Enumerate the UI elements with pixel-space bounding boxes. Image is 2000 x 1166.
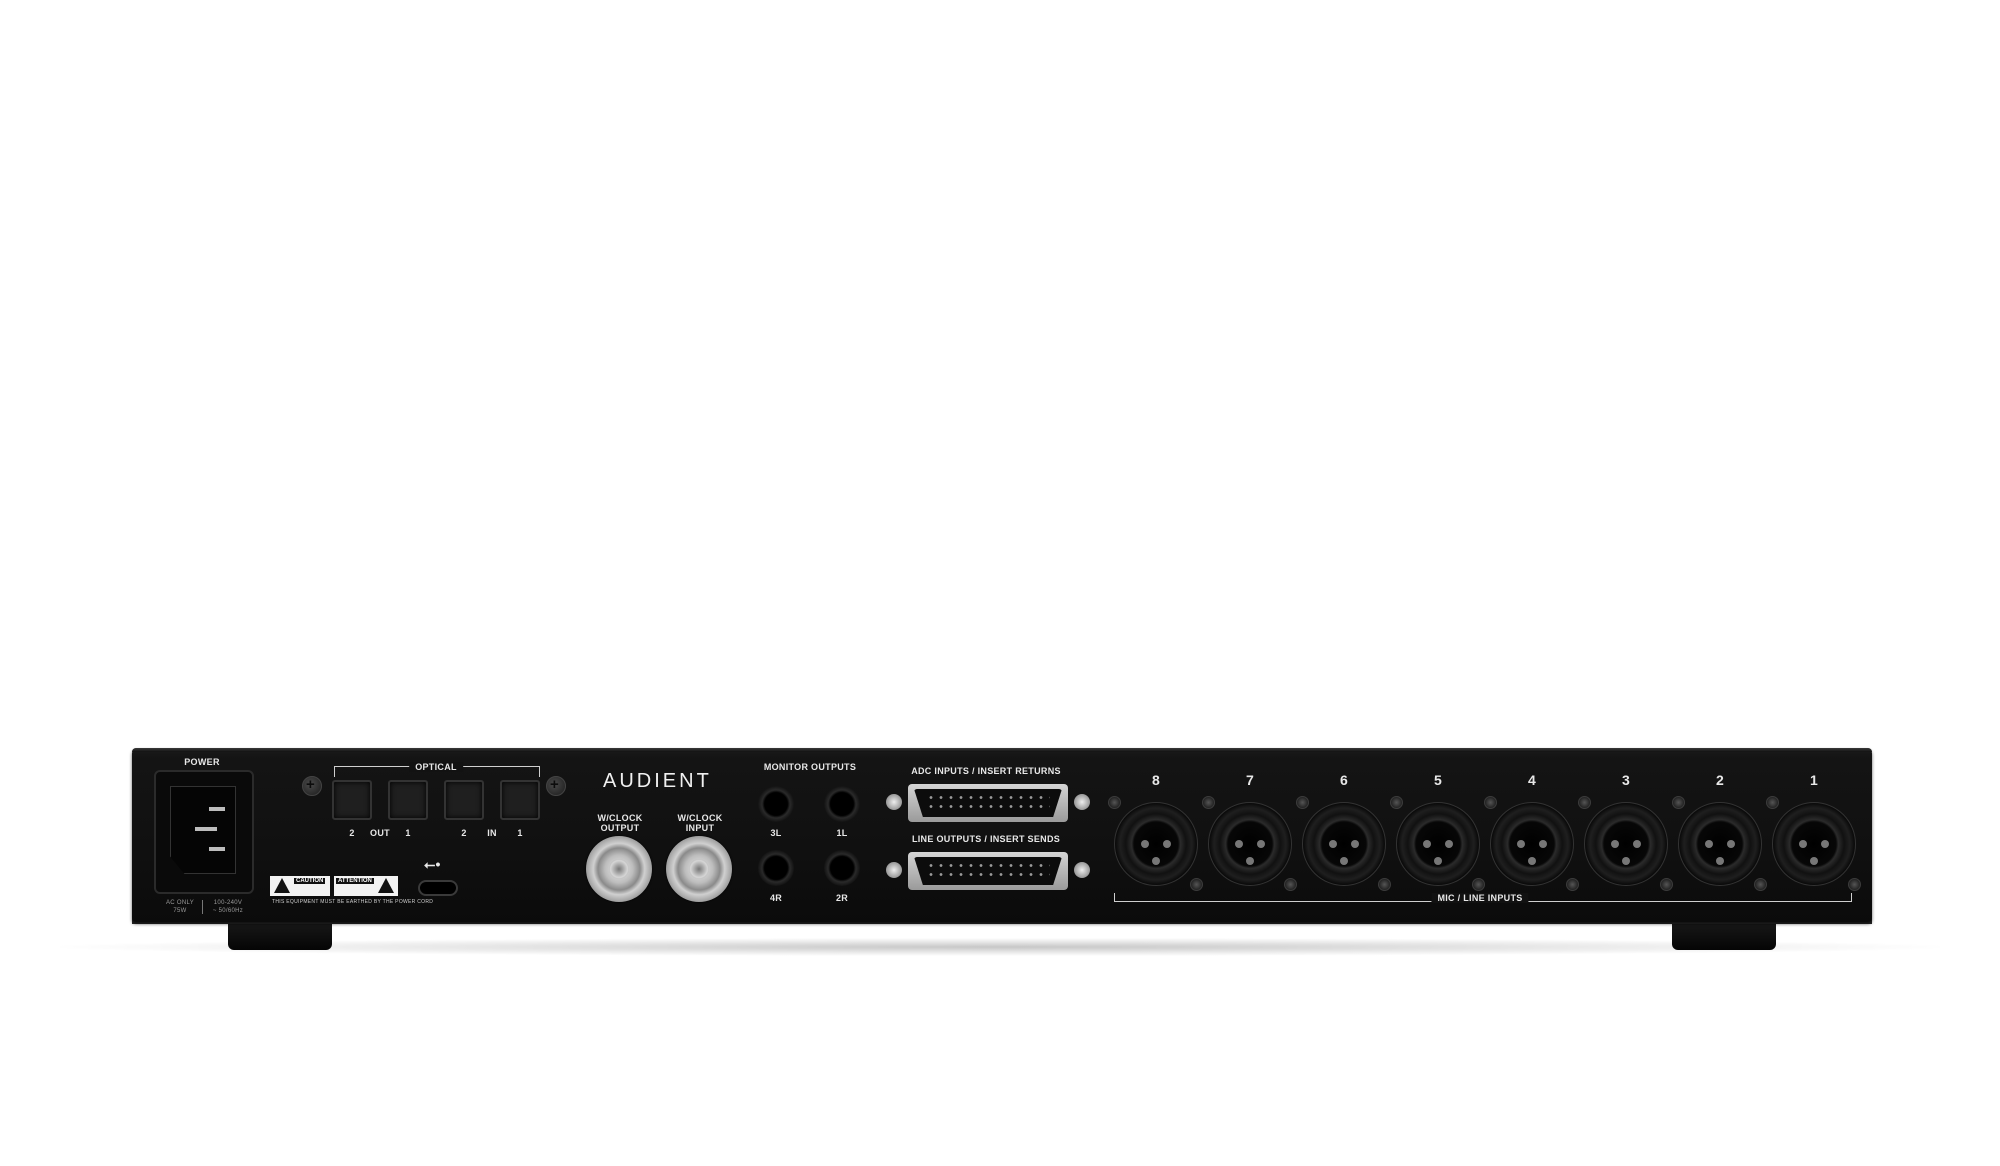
channel-number: 1 xyxy=(1809,772,1819,788)
panel-screw xyxy=(302,776,322,796)
optical-port-label: 2 xyxy=(461,828,467,838)
optical-in-1-port[interactable] xyxy=(500,780,540,820)
dsub-screw xyxy=(886,794,902,810)
panel-screw xyxy=(1190,878,1203,891)
warning-triangle-icon xyxy=(274,878,290,893)
panel-screw xyxy=(1484,796,1497,809)
optical-port-label: OUT xyxy=(370,828,390,838)
earthing-notice: THIS EQUIPMENT MUST BE EARTHED BY THE PO… xyxy=(272,899,434,905)
optical-in-2-port[interactable] xyxy=(444,780,484,820)
power-pin xyxy=(209,847,225,851)
line-outputs-dsub[interactable] xyxy=(908,852,1068,890)
panel-screw xyxy=(1472,878,1485,891)
xlr-input-2[interactable] xyxy=(1678,802,1762,886)
dsub-screw xyxy=(1074,794,1090,810)
warning-triangle-icon xyxy=(378,878,394,893)
panel-screw xyxy=(1378,878,1391,891)
rubber-foot-left xyxy=(228,920,332,950)
monitor-4r-jack[interactable] xyxy=(758,850,794,886)
adc-inputs-dsub[interactable] xyxy=(908,784,1068,822)
monitor-1l-jack[interactable] xyxy=(824,786,860,822)
panel-screw xyxy=(1108,796,1121,809)
dsub-screw xyxy=(886,862,902,878)
panel-screw xyxy=(1754,878,1767,891)
panel-screw xyxy=(1202,796,1215,809)
power-pin xyxy=(195,827,217,831)
panel-screw xyxy=(1566,878,1579,891)
optical-port-label: 1 xyxy=(517,828,523,838)
xlr-input-7[interactable] xyxy=(1208,802,1292,886)
xlr-input-4[interactable] xyxy=(1490,802,1574,886)
channel-number: 3 xyxy=(1621,772,1631,788)
power-rating-watts: 75W xyxy=(173,908,187,914)
wclock-input-bnc[interactable] xyxy=(666,836,732,902)
channel-number: 8 xyxy=(1151,772,1161,788)
caution-text: CAUTION xyxy=(294,878,326,884)
optical-port-label: 1 xyxy=(405,828,411,838)
optical-out-2-port[interactable] xyxy=(332,780,372,820)
xlr-input-3[interactable] xyxy=(1584,802,1668,886)
optical-out-1-port[interactable] xyxy=(388,780,428,820)
panel-screw xyxy=(1284,878,1297,891)
panel-screw xyxy=(1766,796,1779,809)
panel-screw xyxy=(1296,796,1309,809)
monitor-2r-jack[interactable] xyxy=(824,850,860,886)
power-pin xyxy=(209,807,225,811)
mic-line-inputs-label: MIC / LINE INPUTS xyxy=(1431,893,1529,903)
panel-screw xyxy=(1672,796,1685,809)
channel-number: 4 xyxy=(1527,772,1537,788)
jack-label: 4R xyxy=(769,893,783,903)
power-rating-frequency: ~ 50/60Hz xyxy=(212,908,244,914)
power-rating-voltage: 100-240V xyxy=(213,900,243,906)
xlr-input-6[interactable] xyxy=(1302,802,1386,886)
optical-port-label: IN xyxy=(487,828,497,838)
usb-c-port[interactable] xyxy=(418,880,458,896)
panel-screw xyxy=(1660,878,1673,891)
divider xyxy=(202,900,203,914)
brand-logo: AUDIENT xyxy=(603,770,712,792)
monitor-outputs-label: MONITOR OUTPUTS xyxy=(763,762,857,772)
wclock-output-label: W/CLOCK OUTPUT xyxy=(597,813,643,833)
rubber-foot-right xyxy=(1672,920,1776,950)
attention-sticker: ATTENTION xyxy=(334,876,398,896)
panel-screw xyxy=(1848,878,1861,891)
wclock-output-bnc[interactable] xyxy=(586,836,652,902)
power-rating-ac-only: AC ONLY xyxy=(166,900,194,906)
xlr-input-8[interactable] xyxy=(1114,802,1198,886)
channel-number: 6 xyxy=(1339,772,1349,788)
line-outputs-label: LINE OUTPUTS / INSERT SENDS xyxy=(911,834,1061,844)
power-inlet xyxy=(154,770,254,894)
panel-screw xyxy=(1390,796,1403,809)
unit-shadow xyxy=(60,938,1940,956)
usb-icon: ⭠• xyxy=(424,856,441,872)
adc-inputs-label: ADC INPUTS / INSERT RETURNS xyxy=(911,766,1061,776)
xlr-input-5[interactable] xyxy=(1396,802,1480,886)
channel-number: 7 xyxy=(1245,772,1255,788)
dsub-screw xyxy=(1074,862,1090,878)
power-label: POWER xyxy=(184,757,220,767)
caution-sticker: CAUTION xyxy=(270,876,330,896)
channel-number: 2 xyxy=(1715,772,1725,788)
panel-screw xyxy=(1578,796,1591,809)
attention-text: ATTENTION xyxy=(336,878,374,884)
optical-label: OPTICAL xyxy=(409,762,463,772)
jack-label: 2R xyxy=(835,893,849,903)
jack-label: 1L xyxy=(836,828,848,838)
jack-label: 3L xyxy=(770,828,782,838)
monitor-3l-jack[interactable] xyxy=(758,786,794,822)
panel-screw xyxy=(546,776,566,796)
wclock-input-label: W/CLOCK INPUT xyxy=(677,813,723,833)
xlr-input-1[interactable] xyxy=(1772,802,1856,886)
optical-port-label: 2 xyxy=(349,828,355,838)
channel-number: 5 xyxy=(1433,772,1443,788)
